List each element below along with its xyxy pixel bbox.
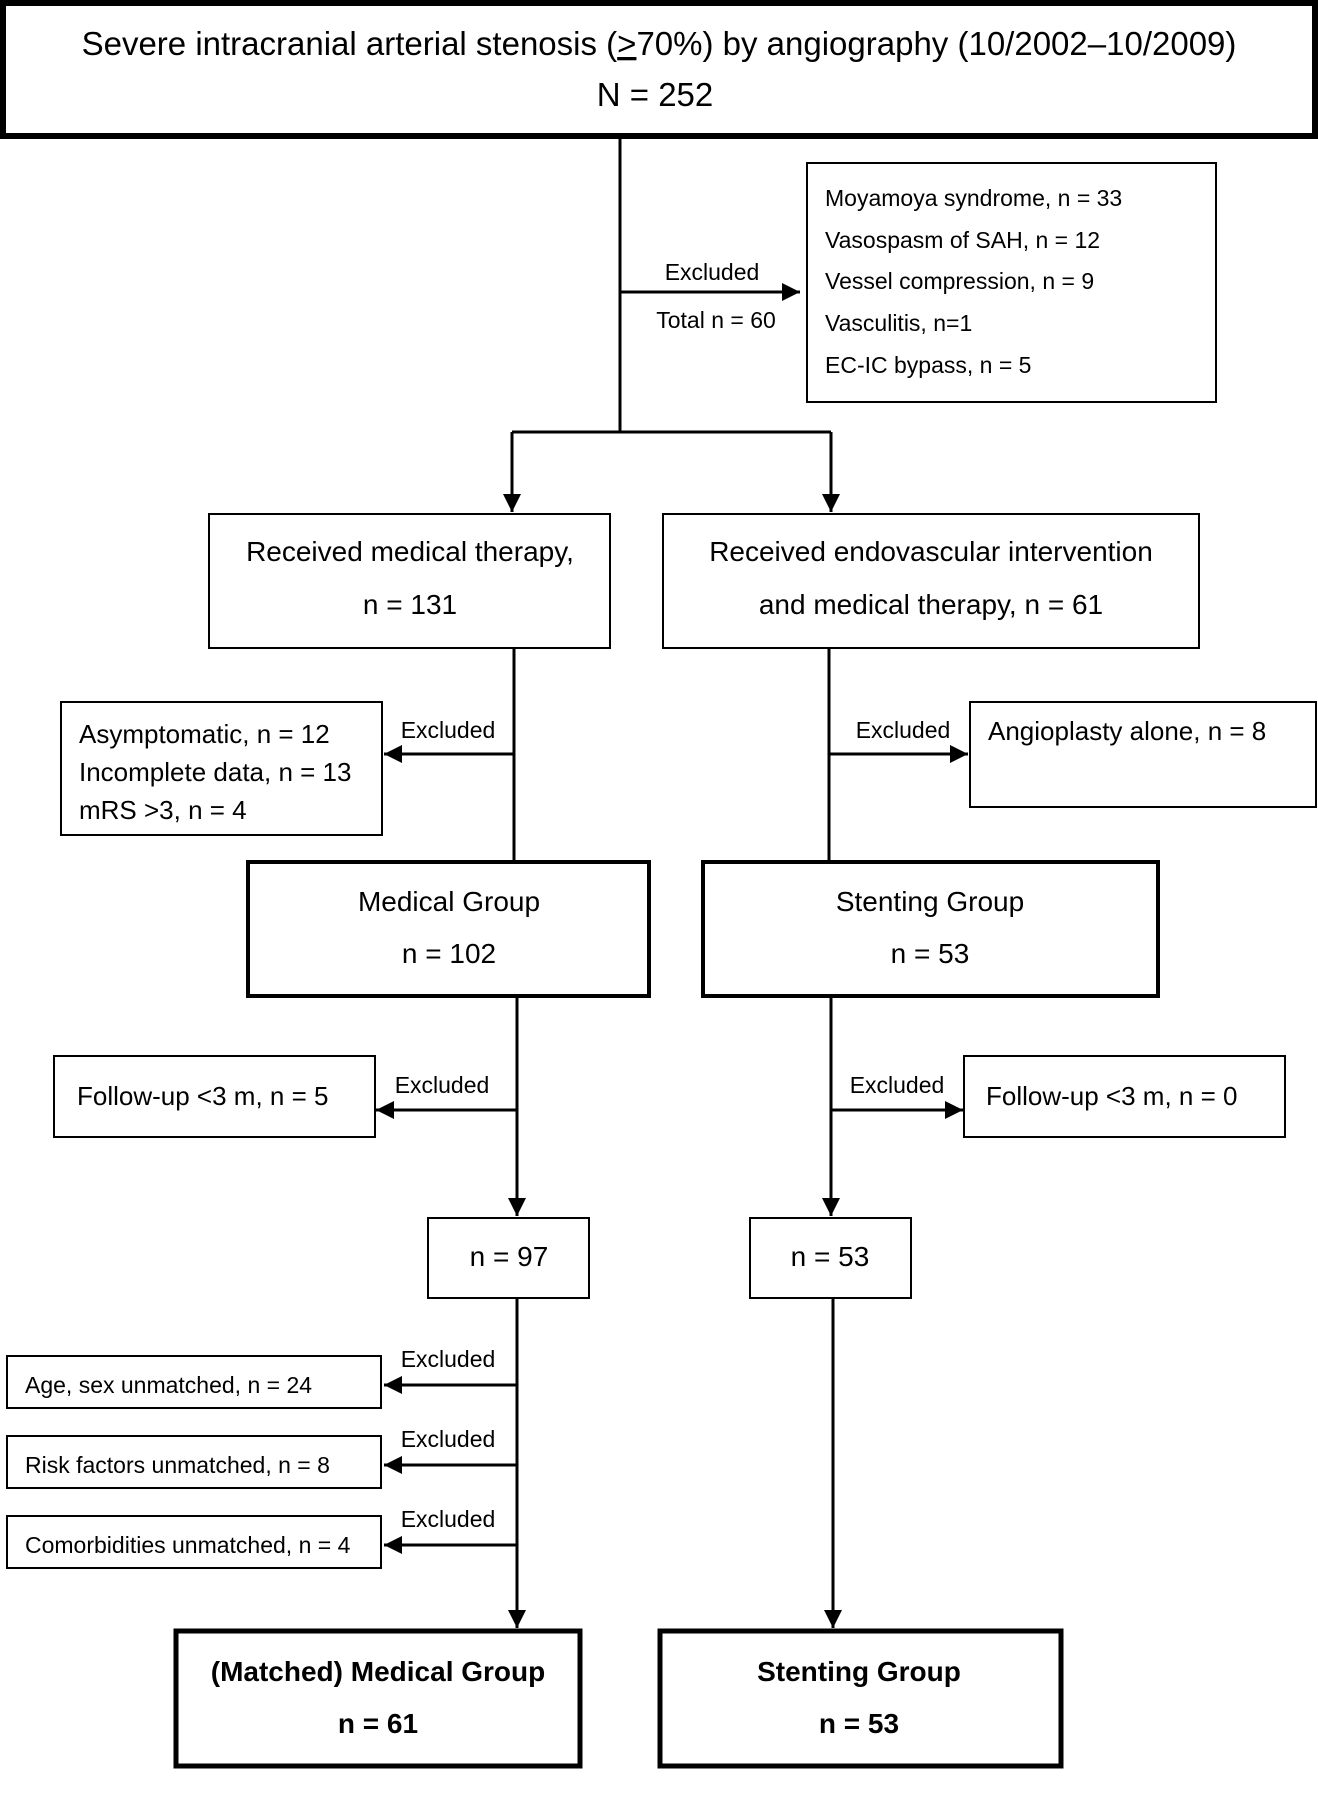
followup-stenting-label: Excluded (850, 1072, 945, 1098)
exclusion-medical-label: Excluded (401, 717, 496, 743)
exclusion-medical-box (60, 701, 383, 836)
matching-exclusion-label: Excluded (401, 1426, 496, 1452)
exclusion-endo-label: Excluded (856, 717, 951, 743)
matching-exclusion-item: Risk factors unmatched, n = 8 (25, 1452, 330, 1478)
exclusion-1-total: Total n = 60 (656, 307, 776, 333)
matching-exclusion-item: Comorbidities unmatched, n = 4 (25, 1532, 351, 1558)
followup-stenting: Excluded Follow-up <3 m, n = 0 (850, 1055, 1286, 1138)
final-stenting-box: Stenting Group n = 53 (657, 1628, 1064, 1769)
top-title: Severe intracranial arterial stenosis (>… (82, 25, 1237, 62)
exclusion-1: Excluded Total n = 60 Moyamoya syndrome,… (656, 162, 1217, 403)
greater-equal-symbol: > (617, 25, 636, 62)
matching-exclusion-label: Excluded (401, 1506, 496, 1532)
medical-therapy-line2: n = 131 (363, 589, 457, 620)
followup-stenting-box (963, 1055, 1286, 1138)
exclusion-1-box (806, 162, 1217, 403)
medical-remaining-box: n = 97 (427, 1217, 590, 1299)
followup-medical: Excluded Follow-up <3 m, n = 5 (53, 1055, 490, 1138)
medical-group-box: Medical Group n = 102 (246, 860, 651, 998)
endovascular-box: Received endovascular intervention and m… (662, 513, 1200, 649)
medical-therapy-box: Received medical therapy, n = 131 (208, 513, 611, 649)
exclusion-medical-item: Asymptomatic, n = 12 (79, 719, 330, 749)
followup-stenting-item: Follow-up <3 m, n = 0 (986, 1081, 1237, 1111)
matching-exclusion-3: Excluded Comorbidities unmatched, n = 4 (6, 1506, 496, 1569)
exclusion-endo-item: Angioplasty alone, n = 8 (988, 716, 1266, 746)
medical-therapy-line1: Received medical therapy, (246, 536, 574, 567)
exclusion-medical-item: mRS >3, n = 4 (79, 795, 247, 825)
exclusion-endo-box (969, 701, 1317, 808)
top-count: N = 252 (597, 76, 714, 113)
final-medical-title: (Matched) Medical Group (211, 1656, 545, 1687)
matching-exclusion-label: Excluded (401, 1346, 496, 1372)
final-medical-box: (Matched) Medical Group n = 61 (173, 1628, 583, 1769)
followup-medical-label: Excluded (395, 1072, 490, 1098)
stenting-group-box: Stenting Group n = 53 (701, 860, 1160, 998)
stenting-remaining-count: n = 53 (791, 1241, 870, 1272)
matching-exclusion-2: Excluded Risk factors unmatched, n = 8 (6, 1426, 496, 1489)
matching-exclusion-1: Excluded Age, sex unmatched, n = 24 (6, 1346, 496, 1409)
stenting-group-title: Stenting Group (836, 886, 1024, 917)
exclusion-1-item: Moyamoya syndrome, n = 33 (825, 185, 1122, 211)
matching-exclusion-box (6, 1515, 382, 1569)
connectors (376, 136, 968, 1628)
endovascular-line2: and medical therapy, n = 61 (759, 589, 1103, 620)
medical-remaining-count: n = 97 (470, 1241, 549, 1272)
exclusion-1-item: Vessel compression, n = 9 (825, 268, 1094, 294)
top-box: Severe intracranial arterial stenosis (>… (0, 0, 1318, 139)
exclusion-1-item: Vasculitis, n=1 (825, 310, 972, 336)
exclusion-medical: Excluded Asymptomatic, n = 12 Incomplete… (60, 701, 496, 836)
followup-medical-item: Follow-up <3 m, n = 5 (77, 1081, 328, 1111)
stenting-remaining-box: n = 53 (749, 1217, 912, 1299)
medical-group-title: Medical Group (358, 886, 540, 917)
exclusion-1-label: Excluded (665, 259, 760, 285)
medical-group-count: n = 102 (402, 938, 496, 969)
stenting-group-count: n = 53 (891, 938, 970, 969)
followup-medical-box (53, 1055, 376, 1138)
matching-exclusion-box (6, 1355, 382, 1409)
final-stenting-count: n = 53 (819, 1708, 899, 1739)
matching-exclusion-box (6, 1435, 382, 1489)
final-medical-count: n = 61 (338, 1708, 418, 1739)
exclusion-endo: Excluded Angioplasty alone, n = 8 (856, 701, 1317, 808)
exclusion-1-item: Vasospasm of SAH, n = 12 (825, 227, 1100, 253)
exclusion-medical-item: Incomplete data, n = 13 (79, 757, 351, 787)
final-stenting-title: Stenting Group (757, 1656, 961, 1687)
endovascular-line1: Received endovascular intervention (709, 536, 1153, 567)
exclusion-1-item: EC-IC bypass, n = 5 (825, 352, 1031, 378)
matching-exclusion-item: Age, sex unmatched, n = 24 (25, 1372, 312, 1398)
